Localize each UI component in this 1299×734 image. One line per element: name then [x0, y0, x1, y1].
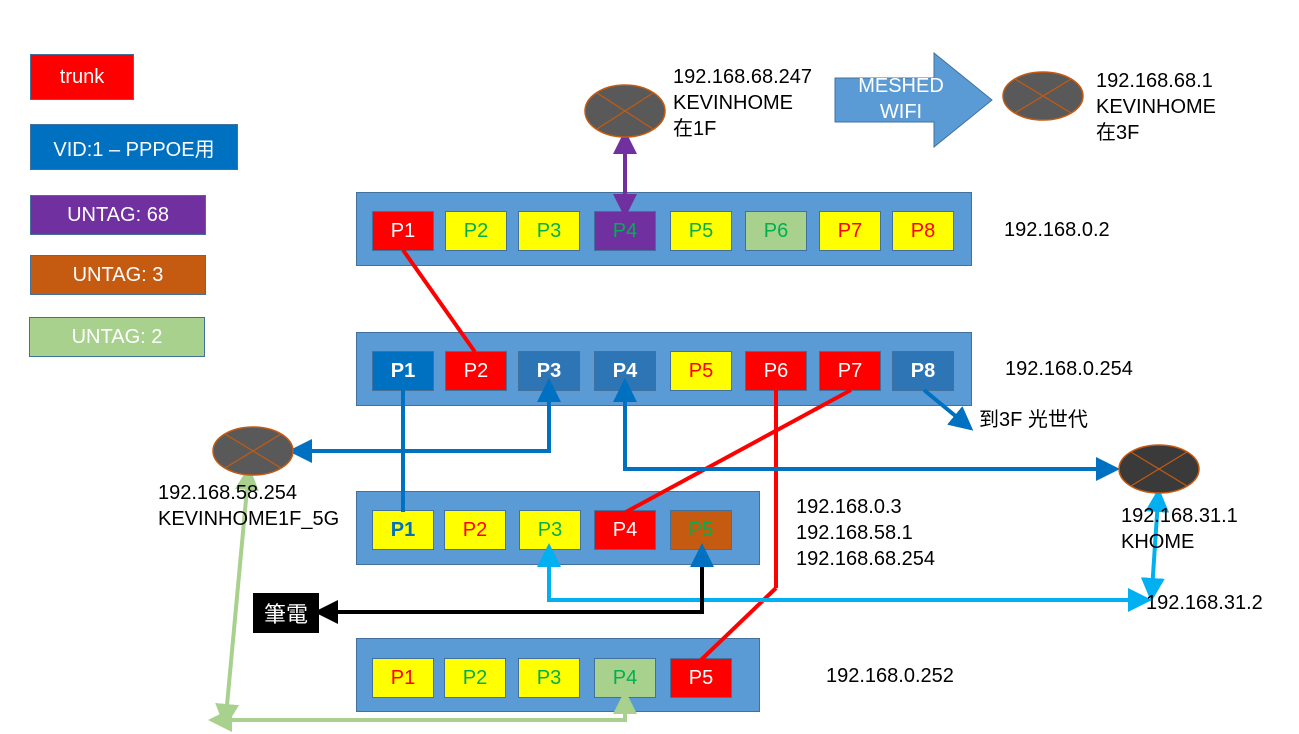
port-sw1-p1: P1 [372, 211, 434, 251]
port-sw1-p5: P5 [670, 211, 732, 251]
legend-vid1: VID:1 – PPPOE用 [30, 124, 238, 170]
port-sw1-p8: P8 [892, 211, 954, 251]
sw3-ip-label: 192.168.0.3 192.168.58.1 192.168.68.254 [796, 496, 936, 570]
meshed-wifi-label: MESHED WIFI [834, 73, 968, 125]
legend-untag3-label: UNTAG: 3 [72, 263, 164, 286]
to-3f-label: 到3F 光世代 [979, 409, 1088, 431]
port-sw1-p2: P2 [445, 211, 507, 251]
vid1-sw2p4-khome [613, 378, 1120, 481]
legend-trunk-label: trunk [59, 65, 105, 88]
ap5g-label: 192.168.58.254 KEVINHOME1F_5G [158, 482, 340, 530]
legend-untag68: UNTAG: 68 [30, 195, 206, 235]
port-sw1-p3: P3 [518, 211, 580, 251]
sw1-ip-label: 192.168.0.2 [1004, 219, 1110, 241]
router-icon-khome [1118, 444, 1200, 494]
untag2-sw4p4-loop [208, 690, 637, 732]
trunk-sw1p1-sw2p2 [401, 248, 477, 354]
legend-untag3: UNTAG: 3 [30, 255, 206, 295]
laptop-label: 筆電 [253, 593, 319, 633]
port-sw4-p5: P5 [670, 658, 732, 698]
legend-untag2: UNTAG: 2 [29, 317, 205, 357]
untag3-sw3p5-laptop [314, 543, 714, 624]
ap1f-label: 192.168.68.247 KEVINHOME 在1F [673, 66, 813, 140]
sw4-ip-label: 192.168.0.252 [826, 665, 954, 687]
meshed-line1: MESHED [858, 75, 944, 97]
router-icon-ap5g [212, 426, 294, 476]
khome-label: 192.168.31.1 KHOME [1121, 505, 1238, 553]
vid1-sw2p8-to-3f [922, 388, 974, 431]
router-icon-ap3f [1002, 71, 1084, 121]
meshed-line2: WIFI [879, 101, 923, 123]
untag2-ap5g-link [215, 466, 259, 728]
laptop-text: 筆電 [263, 602, 308, 627]
port-sw1-p6: P6 [745, 211, 807, 251]
lan-khome-client-link [1140, 488, 1170, 602]
khome-client-label: 192.168.31.2 [1146, 592, 1263, 614]
legend-trunk: trunk [30, 54, 134, 100]
legend-untag68-label: UNTAG: 68 [67, 203, 169, 226]
legend-untag2-label: UNTAG: 2 [71, 325, 163, 348]
port-sw1-p7: P7 [819, 211, 881, 251]
ap3f-label: 192.168.68.1 KEVINHOME 在3F [1096, 70, 1217, 144]
legend-vid1-label: VID:1 – PPPOE用 [53, 138, 215, 161]
vid1-sw2p3-ap5g [288, 378, 561, 463]
sw2-ip-label: 192.168.0.254 [1005, 358, 1133, 380]
router-icon-ap1f [584, 84, 666, 138]
meshed-wifi-arrow [834, 52, 993, 148]
